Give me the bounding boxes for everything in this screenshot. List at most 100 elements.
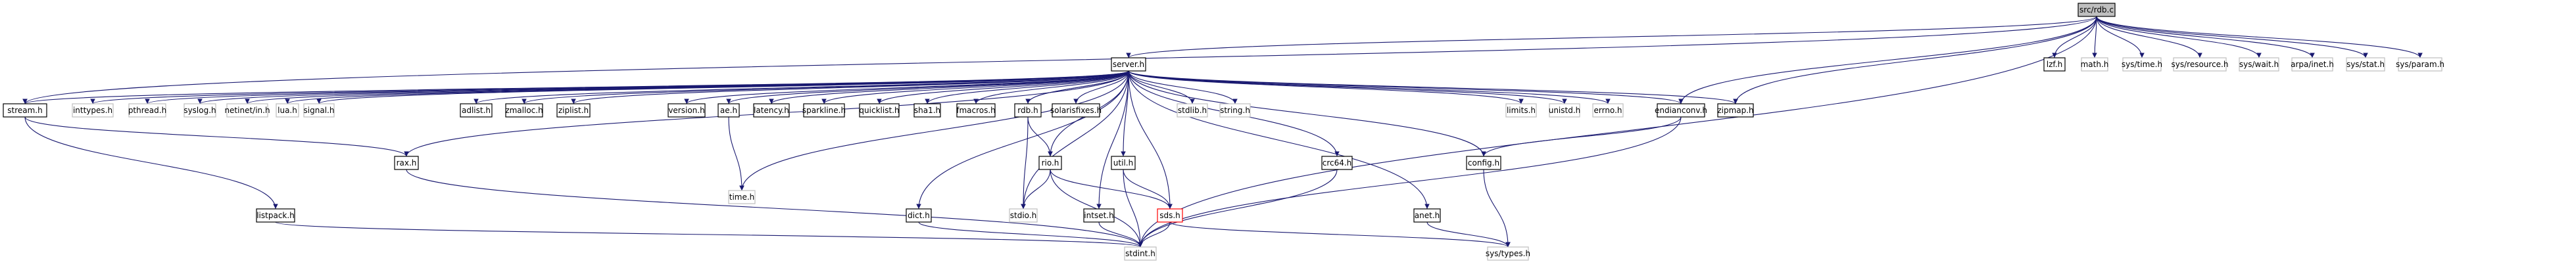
node-latency-h[interactable]: latency.h: [753, 103, 790, 118]
node-label: server.h: [1113, 60, 1144, 69]
node-box: [460, 103, 493, 118]
node-pthread-h: pthread.h: [128, 103, 166, 118]
edge-server_h-to-version_h: [684, 70, 1129, 104]
node-box: [1592, 103, 1624, 118]
node-sds-h[interactable]: sds.h: [1157, 208, 1183, 223]
edge-rdb_c-to-lzf_h: [2052, 16, 2097, 58]
node-label: sys/types.h: [1486, 249, 1530, 258]
node-rax-h[interactable]: rax.h: [394, 156, 419, 170]
node-box: [276, 103, 299, 118]
node-arpa-inet-h: arpa/inet.h: [2291, 57, 2334, 72]
node-solarisfixes-h[interactable]: solarisfixes.h: [1050, 103, 1102, 118]
edge-rdb_c-to-math_h: [2092, 16, 2097, 58]
node-box: [1487, 246, 1529, 261]
edge-rdb_c-to-server_h: [1126, 16, 2097, 58]
node-label: signal.h: [304, 106, 335, 115]
edge-server_h-to-signal_h: [316, 70, 1129, 104]
node-box: [128, 103, 166, 118]
edge-rax_h-to-stdint_h: [406, 169, 1143, 248]
node-signal-h: signal.h: [303, 103, 335, 118]
node-label: listpack.h: [256, 211, 295, 220]
node-zipmap-h[interactable]: zipmap.h: [1717, 103, 1754, 118]
node-label: zipmap.h: [1717, 106, 1753, 115]
node-config-h[interactable]: config.h: [1466, 156, 1501, 170]
node-box: [956, 103, 996, 118]
node-label: rdb.h: [1017, 106, 1038, 115]
node-sys-resource-h: sys/resource.h: [2172, 57, 2228, 72]
node-rdb-c[interactable]: src/rdb.c: [2078, 3, 2116, 17]
node-box: [1111, 156, 1136, 170]
node-box: [72, 103, 114, 118]
node-lzf-h[interactable]: lzf.h: [2043, 57, 2066, 72]
node-box: [913, 103, 941, 118]
edge-server_h-to-config_h: [1128, 70, 1486, 157]
node-box: [1177, 103, 1208, 118]
edge-util_h-to-stdint_h: [1123, 169, 1143, 248]
node-listpack-h[interactable]: listpack.h: [256, 208, 295, 223]
node-quicklist-h[interactable]: quicklist.h: [859, 103, 900, 118]
node-fmacros-h[interactable]: fmacros.h: [956, 103, 996, 118]
node-anet-h[interactable]: anet.h: [1413, 208, 1441, 223]
node-label: solarisfixes.h: [1050, 106, 1102, 115]
node-box: [1466, 156, 1501, 170]
node-label: inttypes.h: [73, 106, 112, 115]
node-math-h: math.h: [2081, 57, 2109, 72]
node-time-h: time.h: [728, 190, 756, 204]
edge-endianconv_h-to-stdint_h: [1138, 116, 1682, 248]
edge-rio_h-to-stdint_h: [1050, 169, 1143, 248]
edge-server_h-to-anet_h: [1128, 70, 1430, 210]
node-label: sha1.h: [914, 106, 940, 115]
node-server-h[interactable]: server.h: [1111, 57, 1146, 72]
node-label: math.h: [2081, 60, 2109, 69]
node-util-h[interactable]: util.h: [1111, 156, 1136, 170]
edge-server_h-to-stream_h: [22, 70, 1129, 104]
node-box: [1157, 208, 1183, 223]
node-rdb-h[interactable]: rdb.h: [1014, 103, 1042, 118]
edge-server_h-to-time_h: [739, 70, 1129, 191]
node-label: sys/stat.h: [2346, 60, 2385, 69]
node-syslog-h: syslog.h: [183, 103, 216, 118]
node-zmalloc-h[interactable]: zmalloc.h: [505, 103, 543, 118]
node-label: ae.h: [720, 106, 737, 115]
edge-rdb_c-to-sys_wait_h: [2096, 16, 2262, 58]
node-label: fmacros.h: [956, 106, 996, 115]
edge-stream_h-to-rax_h: [24, 116, 409, 157]
node-stdio-h: stdio.h: [1009, 208, 1038, 223]
edge-server_h-to-limits_h: [1128, 70, 1524, 104]
node-box: [1321, 156, 1353, 170]
node-box: [2239, 57, 2279, 72]
node-box: [1657, 103, 1705, 118]
edge-rdb_c-to-arpa_inet_h: [2096, 16, 2315, 58]
node-sha1-h[interactable]: sha1.h: [913, 103, 941, 118]
node-ziplist-h[interactable]: ziplist.h: [556, 103, 591, 118]
node-box: [717, 103, 740, 118]
edge-rdb_c-to-stdint_h: [1138, 16, 2097, 248]
node-label: intset.h: [1084, 211, 1113, 220]
node-endianconv-h[interactable]: endianconv.h: [1655, 103, 1707, 118]
node-label: version.h: [668, 106, 704, 115]
node-box: [226, 103, 268, 118]
node-box: [728, 190, 756, 204]
node-stream-h[interactable]: stream.h: [3, 103, 47, 118]
edge-server_h-to-dict_h: [916, 70, 1129, 210]
node-box: [1014, 103, 1042, 118]
edge-server_h-to-latency_h: [769, 70, 1129, 104]
node-ae-h[interactable]: ae.h: [717, 103, 740, 118]
edge-rdb_c-to-stream_h: [22, 16, 2097, 104]
node-sparkline-h[interactable]: sparkline.h: [802, 103, 846, 118]
node-intset-h[interactable]: intset.h: [1083, 208, 1115, 223]
node-label: zmalloc.h: [505, 106, 543, 115]
node-label: netinet/in.h: [224, 106, 270, 115]
edge-ae_h-to-time_h: [728, 116, 744, 191]
edge-rdb_c-to-endianconv_h: [1678, 16, 2097, 104]
edge-server_h-to-util_h: [1121, 70, 1129, 157]
node-box: [1111, 57, 1146, 72]
node-crc64-h[interactable]: crc64.h: [1321, 156, 1353, 170]
node-dict-h[interactable]: dict.h: [906, 208, 932, 223]
node-label: dict.h: [908, 211, 930, 220]
node-adlist-h[interactable]: adlist.h: [460, 103, 493, 118]
node-box: [303, 103, 335, 118]
node-rio-h[interactable]: rio.h: [1038, 156, 1062, 170]
node-version-h[interactable]: version.h: [668, 103, 706, 118]
